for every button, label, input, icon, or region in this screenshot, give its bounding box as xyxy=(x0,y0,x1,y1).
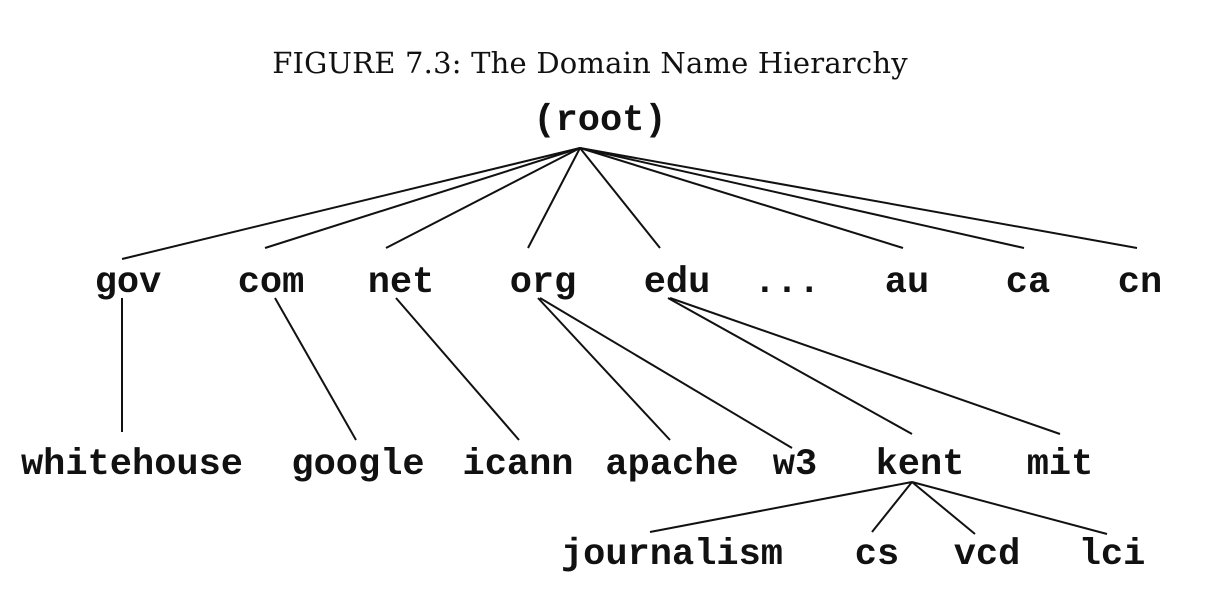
edge-org-apache xyxy=(537,297,671,441)
edge-kent-vcd xyxy=(911,481,976,535)
node-tld-1: com xyxy=(238,262,305,304)
node-sld-3: apache xyxy=(605,444,738,486)
node-tld-6: au xyxy=(885,262,929,304)
node-tld-7: ca xyxy=(1006,262,1050,304)
edge-net-icann xyxy=(395,297,520,441)
node-sld-0: whitehouse xyxy=(21,444,243,486)
node-third-3: lci xyxy=(1079,534,1146,576)
node-sld-1: google xyxy=(291,444,424,486)
edge-root-tld-4 xyxy=(579,147,661,249)
edge-root-tld-6 xyxy=(579,147,1025,249)
edge-kent-lci xyxy=(911,481,1108,535)
edge-root-tld-0 xyxy=(121,147,581,260)
node-tld-4: edu xyxy=(644,262,711,304)
node-third-0: journalism xyxy=(561,534,783,576)
node-tld-3: org xyxy=(510,262,577,304)
edge-com-google xyxy=(274,297,357,441)
tree-edges xyxy=(121,147,1138,535)
edge-root-tld-7 xyxy=(579,147,1138,249)
edge-root-tld-1 xyxy=(264,147,581,249)
tree-labels: (root) gov com net org edu... au ca cn whitehouse… xyxy=(21,100,1162,576)
edge-edu-kent xyxy=(667,297,913,435)
node-sld-5: kent xyxy=(876,444,965,486)
edge-root-tld-3 xyxy=(527,147,581,249)
edge-root-tld-5 xyxy=(579,147,904,249)
node-tld-0: gov xyxy=(95,262,162,304)
node-sld-6: mit xyxy=(1027,444,1094,486)
edge-kent-cs xyxy=(871,481,913,533)
edge-root-tld-2 xyxy=(385,147,581,249)
node-tld-2: net xyxy=(368,262,435,304)
node-tld-5: ... xyxy=(754,262,821,304)
node-root: (root) xyxy=(533,100,666,142)
node-third-2: vcd xyxy=(954,534,1021,576)
edge-kent-journalism xyxy=(649,481,913,533)
node-third-1: cs xyxy=(855,534,899,576)
edge-org-w3 xyxy=(539,297,793,449)
edge-edu-mit xyxy=(669,297,1061,435)
figure-caption: FIGURE 7.3: The Domain Name Hierarchy xyxy=(272,46,908,80)
node-tld-8: cn xyxy=(1118,262,1162,304)
node-sld-4: w3 xyxy=(773,444,817,486)
node-sld-2: icann xyxy=(462,444,573,486)
